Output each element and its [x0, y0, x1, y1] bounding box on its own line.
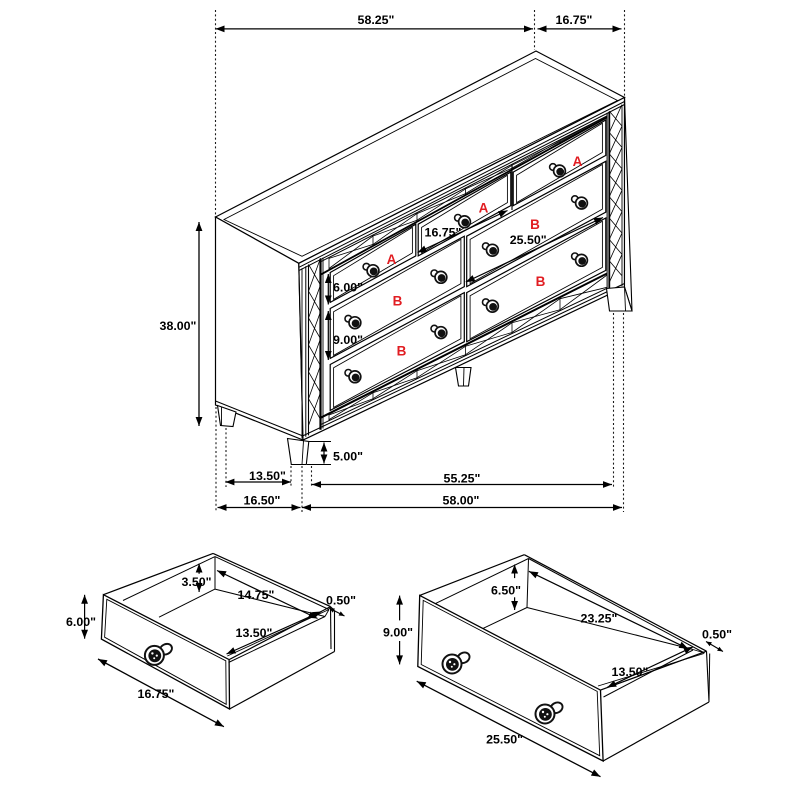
svg-text:B: B: [397, 343, 407, 358]
svg-text:13.50": 13.50": [612, 665, 649, 679]
svg-text:B: B: [536, 274, 546, 289]
svg-text:9.00": 9.00": [383, 626, 413, 640]
svg-text:A: A: [387, 252, 397, 267]
svg-text:16.50": 16.50": [244, 493, 281, 507]
svg-text:23.25": 23.25": [581, 612, 618, 626]
svg-text:A: A: [479, 200, 489, 215]
svg-text:A: A: [573, 154, 583, 169]
svg-text:14.75": 14.75": [238, 588, 275, 602]
svg-text:6.00": 6.00": [333, 280, 363, 294]
svg-text:58.25": 58.25": [358, 13, 395, 27]
svg-text:16.75": 16.75": [425, 226, 462, 240]
svg-text:B: B: [530, 217, 540, 232]
svg-text:13.50": 13.50": [249, 469, 286, 483]
svg-text:25.50": 25.50": [486, 733, 523, 747]
svg-text:25.50": 25.50": [510, 233, 547, 247]
svg-text:3.50": 3.50": [182, 575, 212, 589]
svg-text:0.50": 0.50": [702, 628, 732, 642]
svg-text:B: B: [393, 293, 403, 308]
svg-text:55.25": 55.25": [444, 472, 481, 486]
svg-text:6.50": 6.50": [491, 584, 521, 598]
svg-text:13.50": 13.50": [236, 626, 273, 640]
svg-text:38.00": 38.00": [160, 319, 197, 333]
svg-text:58.00": 58.00": [443, 494, 480, 508]
svg-text:9.00": 9.00": [333, 333, 363, 347]
svg-text:16.75": 16.75": [556, 13, 593, 27]
svg-text:16.75": 16.75": [138, 687, 175, 701]
svg-text:5.00": 5.00": [333, 450, 363, 464]
svg-text:6.00": 6.00": [66, 615, 96, 629]
svg-text:0.50": 0.50": [326, 594, 356, 608]
